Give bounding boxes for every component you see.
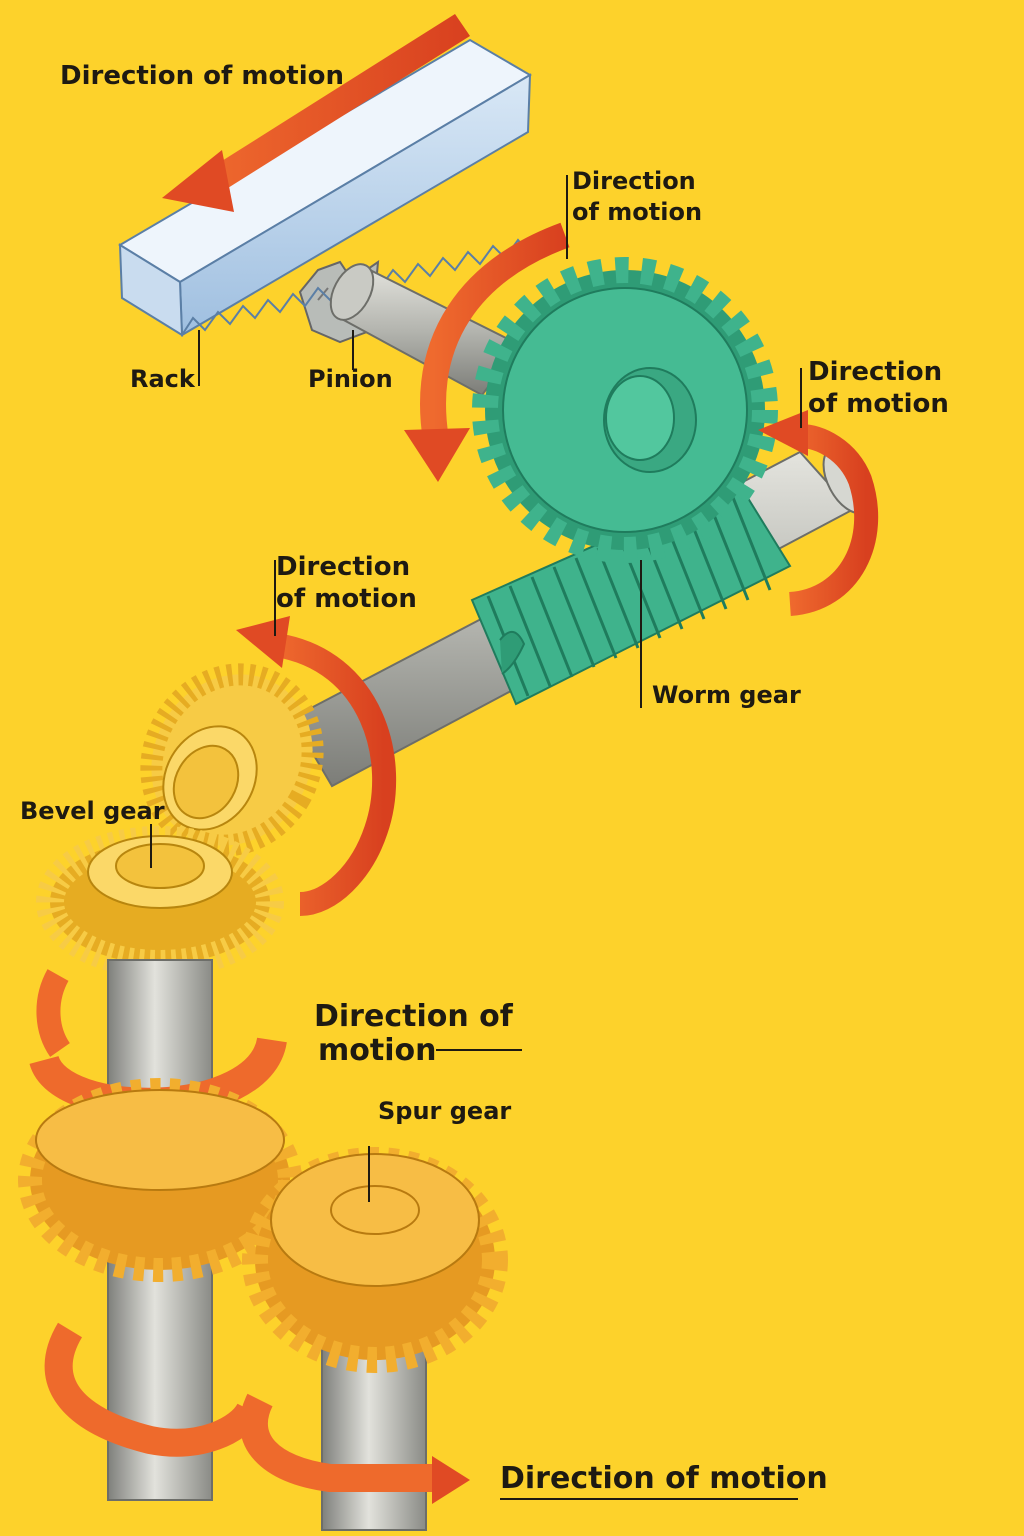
pinion-direction-label-line2: of motion [572, 198, 703, 226]
right-spur-gear [242, 1147, 508, 1373]
rack-leader [198, 330, 200, 386]
pinion-leader [352, 330, 354, 370]
worm-shaft-direction-leader [274, 560, 276, 636]
lower-shaft-rotation-arrow [44, 1322, 263, 1457]
worm-shaft-direction-label-line1: Direction [276, 552, 411, 582]
pinion-direction-arrow [404, 222, 570, 482]
spur-direction-leader [436, 1049, 522, 1051]
worm-wheel [472, 257, 778, 563]
bottom-direction-arrow [239, 1393, 470, 1504]
pinion-direction-label-line1: Direction [572, 167, 696, 195]
bevel-gear-assembly [36, 663, 324, 978]
bottom-direction-leader [500, 1498, 798, 1500]
bevel-gear-leader [150, 824, 152, 868]
worm-gear-leader [640, 560, 642, 708]
rack [118, 38, 532, 337]
worm-gear-label: Worm gear [652, 681, 801, 709]
pinion-label: Pinion [308, 365, 393, 393]
worm-wheel-direction-label-line2: of motion [808, 389, 949, 419]
spur-direction-label-line1: Direction of [314, 999, 513, 1034]
spur-direction-label-line2: motion [318, 1033, 437, 1068]
worm-direction-arrow [758, 410, 879, 616]
bevel-gear-label: Bevel gear [20, 797, 165, 825]
rack-and-pinion-assembly [118, 38, 532, 397]
bottom-direction-label: Direction of motion [500, 1461, 828, 1496]
worm-shaft-direction-label-line2: of motion [276, 584, 417, 614]
rack-direction-label: Direction of motion [60, 61, 345, 91]
pinion-direction-leader [566, 175, 568, 259]
rack-direction-arrow [162, 14, 470, 212]
worm-wheel-direction-leader [800, 368, 802, 428]
lower-bevel-gear [36, 826, 284, 978]
rack-label: Rack [130, 365, 195, 393]
left-spur-gear [18, 1078, 302, 1282]
spur-gear-leader [368, 1146, 370, 1202]
upper-bevel-gear [140, 663, 324, 857]
spur-gear-label: Spur gear [378, 1097, 512, 1125]
worm-shaft-direction-arrow [236, 616, 397, 916]
worm-wheel-direction-label-line1: Direction [808, 357, 943, 387]
